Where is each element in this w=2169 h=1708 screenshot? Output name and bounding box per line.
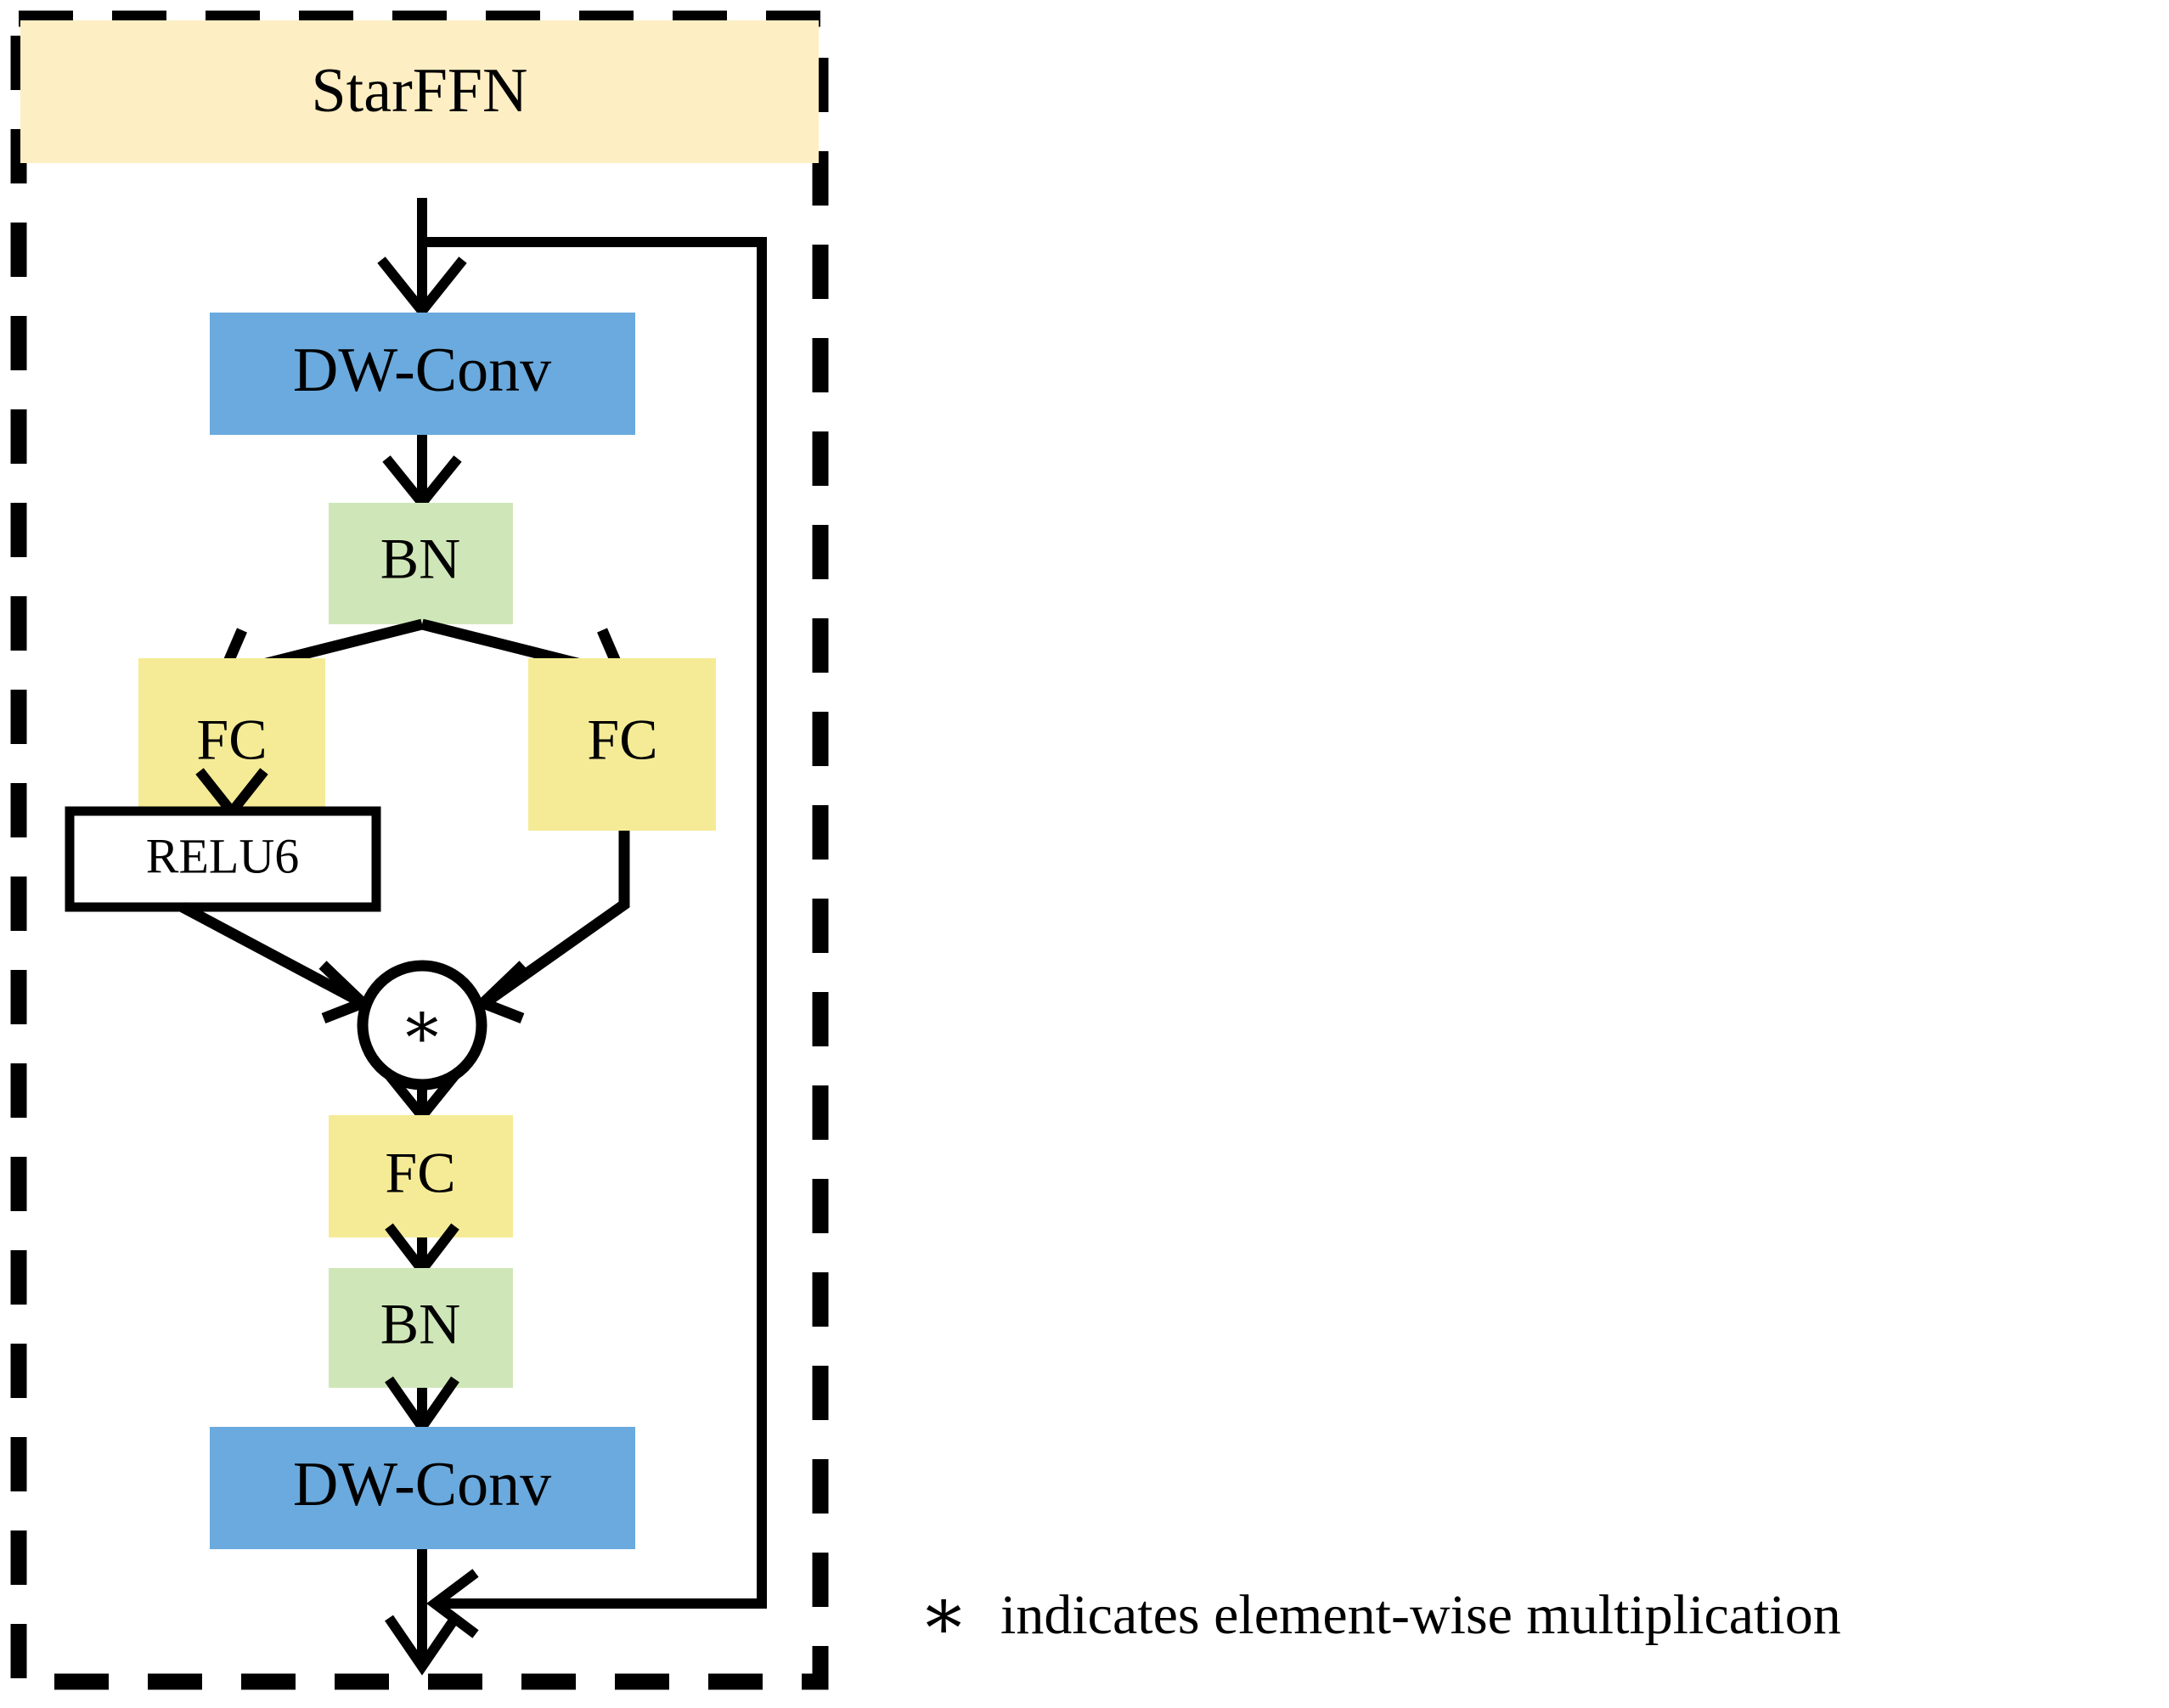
block-fc-left: FC: [138, 658, 325, 831]
edge-dwconv-top-to-bn-top: [382, 435, 462, 511]
block-bn-bottom: BN: [329, 1268, 513, 1388]
fc-left-label: FC: [196, 707, 267, 772]
starffn-dashed-border: [10, 10, 829, 1690]
edge-fc-right-to-multiply: [473, 831, 630, 1024]
edge-relu6-to-multiply: [179, 902, 373, 1024]
block-fc-right: FC: [528, 658, 716, 831]
module-title: StarFFN: [312, 56, 528, 126]
block-relu6: RELU6: [65, 806, 381, 912]
residual-skip-connection: [422, 237, 767, 1638]
dwconv-bottom-label: DW-Conv: [293, 1450, 551, 1519]
legend: ∗ indicates element-wise multiplication: [919, 1574, 1841, 1655]
legend-star-symbol: ∗: [919, 1574, 968, 1655]
relu6-label: RELU6: [146, 828, 299, 883]
bn-bottom-label: BN: [380, 1292, 460, 1356]
block-dwconv-top: DW-Conv: [210, 313, 635, 435]
arrowhead: [377, 256, 467, 319]
node-elementwise-multiply: ∗: [357, 960, 487, 1091]
fc-bottom-rect: [329, 1115, 513, 1237]
fc-right-label: FC: [587, 707, 657, 772]
legend-text: indicates element-wise multiplication: [1000, 1584, 1841, 1646]
bn-bottom-rect: [329, 1268, 513, 1388]
module-header: StarFFN: [20, 20, 819, 163]
output-arrowhead: [385, 1615, 459, 1676]
multiply-symbol: ∗: [399, 988, 444, 1062]
edge-input-to-dwconv-top: [377, 198, 467, 319]
fc-right-rect: [528, 658, 716, 831]
bn-top-rect: [329, 503, 513, 624]
edge-dwconv-bottom-to-output: [385, 1549, 459, 1676]
block-dwconv-bottom: DW-Conv: [210, 1427, 635, 1549]
relu6-rect: [65, 806, 381, 912]
skip-path: [422, 237, 767, 1609]
skip-arrowhead: [426, 1569, 479, 1638]
module-container: [10, 10, 829, 1690]
dwconv-top-label: DW-Conv: [293, 335, 551, 405]
header-fill: [20, 20, 819, 163]
fc-bottom-label: FC: [385, 1141, 455, 1205]
dwconv-bottom-rect: [210, 1427, 635, 1549]
block-bn-top: BN: [329, 503, 513, 624]
dwconv-top-rect: [210, 313, 635, 435]
block-fc-bottom: FC: [329, 1115, 513, 1237]
bn-top-label: BN: [380, 527, 460, 591]
fc-left-rect: [138, 658, 325, 831]
